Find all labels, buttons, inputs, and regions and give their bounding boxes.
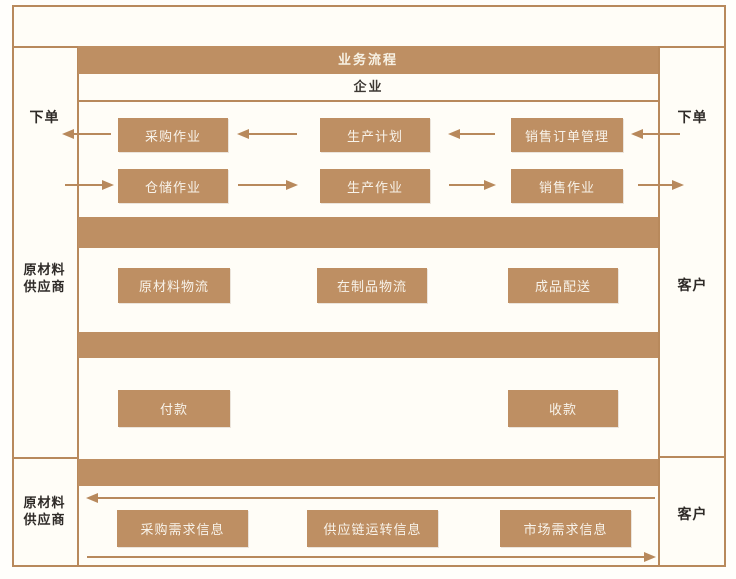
box-procurement-ops: 采购作业 (118, 118, 228, 152)
separator-band-payment (78, 332, 658, 358)
arrow-salesorder-to-plan-icon (448, 129, 496, 139)
arrow-warehouse-to-production-icon (237, 180, 298, 190)
arrow-head-left-icon (62, 129, 74, 139)
arrow-procurement-to-supplier-icon (62, 129, 112, 139)
arrow-head-left-icon (237, 129, 249, 139)
box-warehouse-ops: 仓储作业 (118, 169, 228, 203)
box-market-demand-info: 市场需求信息 (500, 510, 631, 547)
box-wip-logistics: 在制品物流 (317, 268, 427, 303)
arrow-supplier-to-warehouse-icon (64, 180, 114, 190)
arrow-head-left-icon (448, 129, 460, 139)
box-production-ops: 生产作业 (320, 169, 430, 203)
arrow-head-left-icon (631, 129, 643, 139)
label-customer-bottom: 客户 (677, 506, 708, 522)
title-band: 业务流程 (78, 46, 658, 74)
box-supply-chain-info: 供应链运转信息 (307, 510, 438, 547)
diagram-title: 业务流程 (337, 52, 398, 67)
arrow-head-right-icon (102, 180, 114, 190)
arrow-information-to-supplier-icon (86, 493, 656, 503)
arrow-head-left-icon (86, 493, 98, 503)
arrow-head-right-icon (672, 180, 684, 190)
box-receipt: 收款 (508, 390, 618, 427)
left-column-divider (77, 46, 79, 567)
right-column-row-divider (658, 456, 726, 458)
label-customer-mid: 客户 (677, 277, 708, 293)
right-column-divider (658, 46, 660, 567)
box-raw-material-logistics: 原材料物流 (118, 268, 230, 303)
box-sales-ops: 销售作业 (511, 169, 623, 203)
arrow-head-right-icon (644, 552, 656, 562)
arrow-information-to-customer-icon (86, 552, 656, 562)
enterprise-band: 企业 (79, 74, 658, 102)
arrow-production-to-sales-icon (448, 180, 496, 190)
label-raw-material-supplier-bottom: 原材料 供应商 (23, 495, 66, 527)
arrow-sales-to-customer-icon (637, 180, 684, 190)
left-column-row-divider (12, 457, 79, 459)
label-order-left: 下单 (29, 109, 60, 125)
arrow-plan-to-procurement-icon (237, 129, 298, 139)
box-production-plan: 生产计划 (320, 118, 430, 152)
arrow-customer-to-salesorder-icon (631, 129, 681, 139)
enterprise-label: 企业 (353, 79, 384, 94)
box-finished-goods-delivery: 成品配送 (508, 268, 618, 303)
separator-band-logistics (78, 217, 658, 248)
label-order-right: 下单 (677, 109, 708, 125)
box-payment: 付款 (118, 390, 230, 427)
box-purchase-demand-info: 采购需求信息 (117, 510, 248, 547)
label-raw-material-supplier-mid: 原材料 供应商 (23, 262, 66, 294)
separator-band-information (78, 459, 658, 486)
box-sales-order-mgmt: 销售订单管理 (511, 118, 623, 152)
arrow-head-right-icon (484, 180, 496, 190)
arrow-head-right-icon (286, 180, 298, 190)
